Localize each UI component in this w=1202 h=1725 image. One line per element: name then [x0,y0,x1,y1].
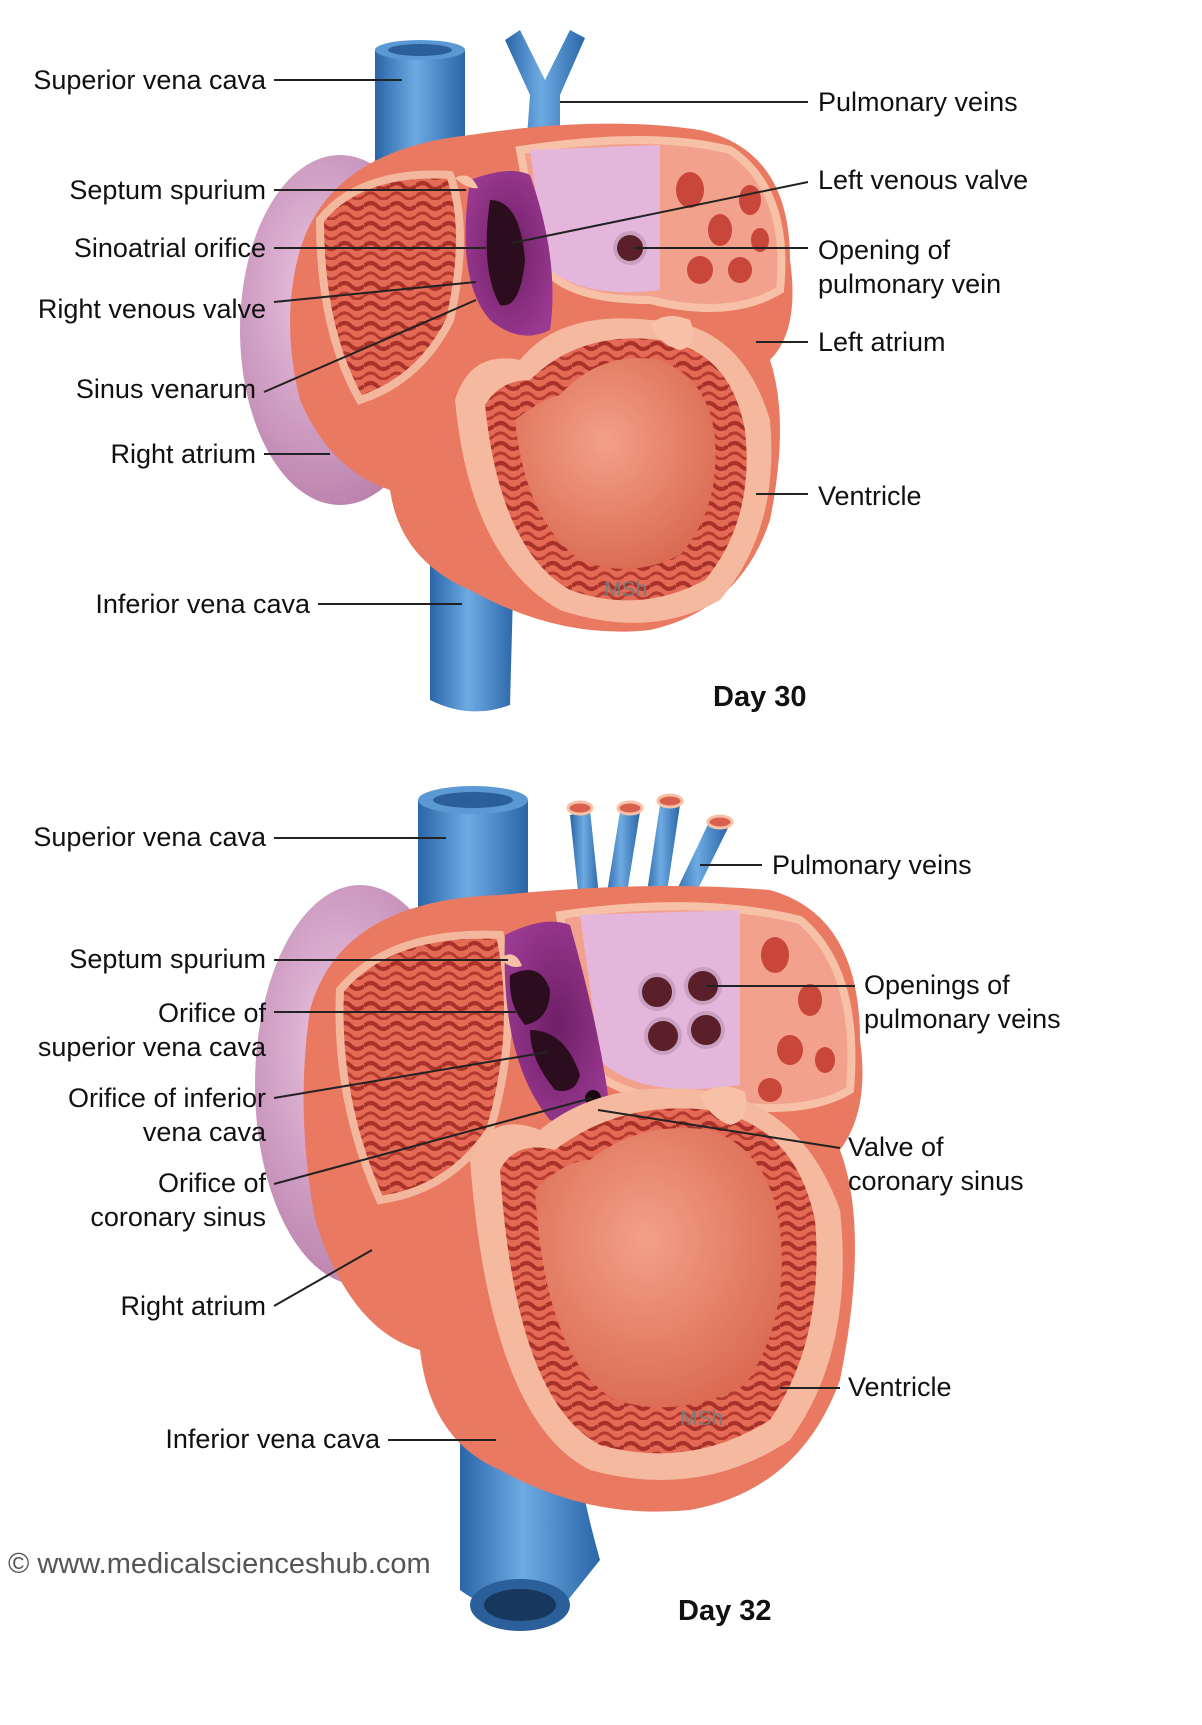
copyright-notice: © www.medicalscienceshub.com [8,1548,431,1580]
label-day30-opening-pulmonary-vein: Opening of pulmonary vein [818,235,1002,299]
day30-right-atrium-cavity [315,170,464,405]
day32-heart [255,786,863,1631]
watermark-day30: MSh [604,578,648,601]
panel-title-day30: Day 30 [713,681,807,713]
label-day30-right-atrium: Right atrium [110,439,256,469]
label-day30-sinus-venarum: Sinus venarum [75,374,256,404]
label-day32-superior-vena-cava: Superior vena cava [33,822,266,852]
label-day30-sinoatrial-orifice: Sinoatrial orifice [73,233,266,263]
label-day30-inferior-vena-cava: Inferior vena cava [95,589,310,619]
day32-orifice-svc [509,970,550,1025]
day32-leader-lines [273,837,855,1441]
label-day32-inferior-vena-cava: Inferior vena cava [165,1424,380,1454]
label-day30-right-venous-valve: Right venous valve [37,294,266,324]
label-day32-orifice-coronary-sinus: Orifice of coronary sinus [90,1168,266,1232]
day30-sinoatrial-orifice [486,200,525,306]
day30-leader-lines [263,79,809,605]
label-day30-septum-spurium: Septum spurium [69,175,266,205]
day30-heart [240,30,793,712]
label-day30-left-atrium: Left atrium [818,327,946,357]
label-day32-openings-pulmonary-veins: Openings of pulmonary veins [864,970,1061,1034]
label-day32-orifice-ivc: Orifice of inferior vena cava [67,1083,266,1147]
label-day32-septum-spurium: Septum spurium [69,944,266,974]
label-day32-right-atrium: Right atrium [120,1291,266,1321]
panel-title-day32: Day 32 [678,1595,772,1627]
day32-pulmonary-veins [570,805,728,910]
day32-pulmonary-vein-openings [638,967,725,1055]
day30-pulmonary-veins [505,30,585,165]
label-day32-valve-coronary-sinus: Valve of coronary sinus [848,1132,1024,1196]
label-day32-pulmonary-veins: Pulmonary veins [772,850,972,880]
watermark-day32: MSh [680,1407,724,1430]
day32-orifice-ivc [530,1030,580,1091]
label-day32-orifice-svc: Orifice of superior vena cava [37,998,266,1062]
label-day32-ventricle: Ventricle [848,1372,952,1402]
label-day30-superior-vena-cava: Superior vena cava [33,65,266,95]
day32-right-atrium-cavity [335,930,512,1205]
label-day30-left-venous-valve: Left venous valve [818,165,1029,195]
label-day30-pulmonary-veins: Pulmonary veins [818,87,1018,117]
label-day30-ventricle: Ventricle [818,481,922,511]
